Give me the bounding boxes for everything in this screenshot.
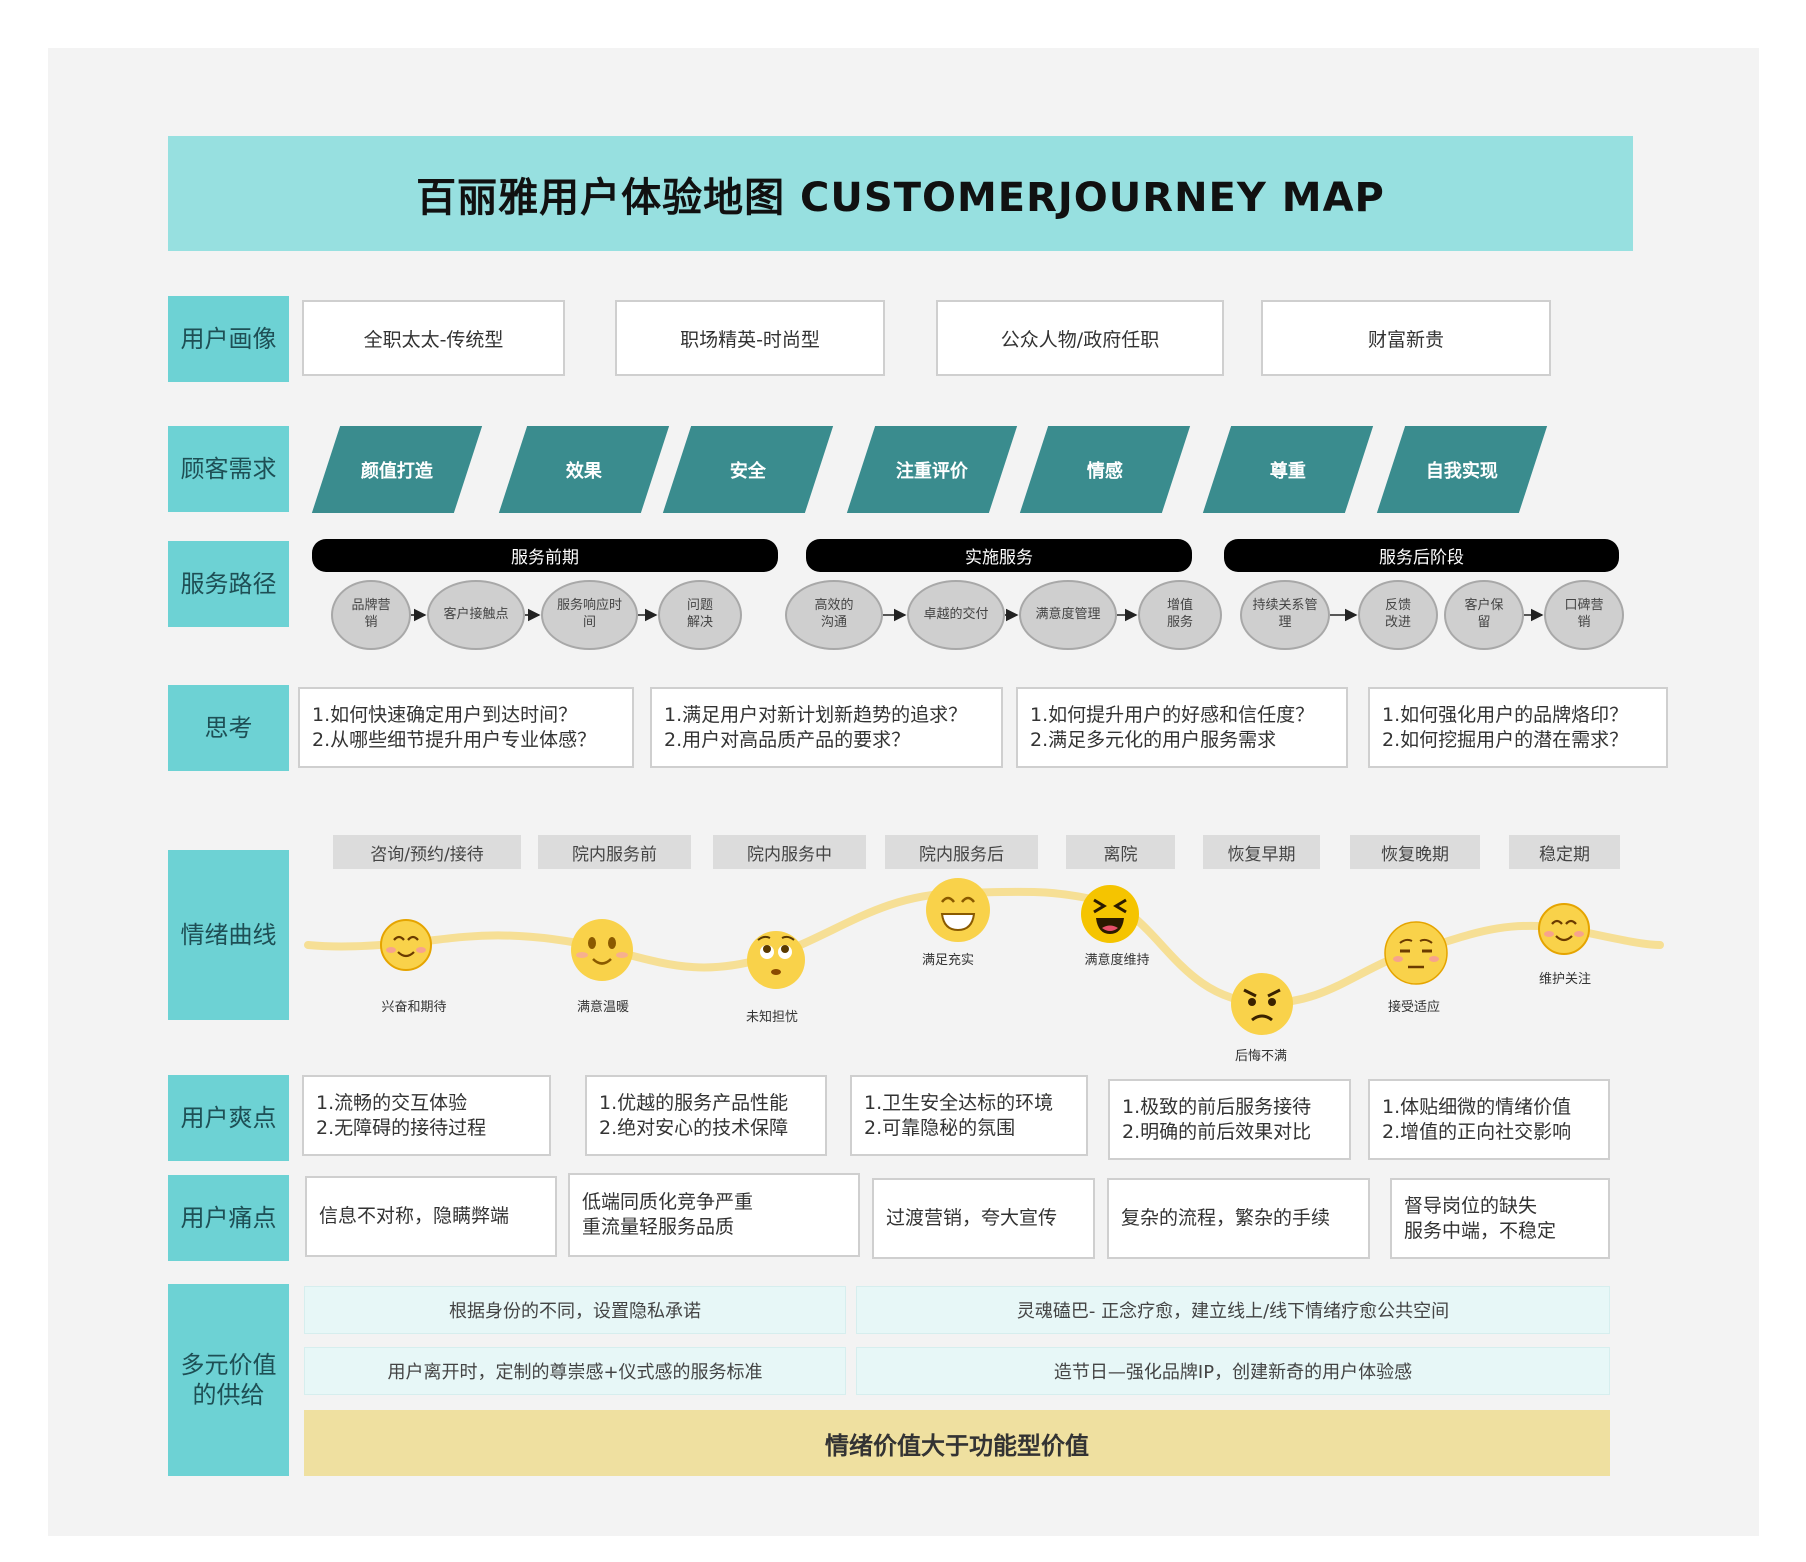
emotion-label: 维护关注 [1538,972,1592,987]
emotion-label: 未知担忧 [745,1010,799,1025]
laughing-icon [1081,885,1139,943]
persona-box: 财富新贵 [1261,300,1551,376]
path-node: 问题解决 [658,580,742,650]
path-node: 客户保留 [1444,580,1524,650]
pain-box: 复杂的流程，繁杂的手续 [1107,1178,1370,1259]
row-label-pain: 用户痛点 [168,1175,289,1261]
row-label-path: 服务路径 [168,541,289,627]
angry-icon [1231,973,1293,1035]
stage-tag: 院内服务后 [885,835,1038,869]
persona-box: 全职太太-传统型 [302,300,565,376]
row-label-emotion: 情绪曲线 [168,850,289,1020]
emotion-label: 接受适应 [1387,1000,1441,1015]
supply-item: 造节日—强化品牌IP，创建新奇的用户体验感 [856,1347,1610,1395]
emotion-curve [304,887,1664,1008]
path-node: 服务响应时间 [541,580,638,650]
stage-tag: 院内服务中 [713,835,866,869]
row-label-supply-line2: 的供给 [192,1381,265,1409]
emotion-label: 后悔不满 [1234,1049,1288,1064]
thinking-box: 1.如何提升用户的好感和信任度？2.满足多元化的用户服务需求 [1016,687,1348,768]
thinking-box: 1.满足用户对新计划新趋势的追求？2.用户对高品质产品的要求？ [650,687,1003,768]
row-label-persona: 用户画像 [168,296,289,382]
phase-bar: 服务后阶段 [1224,539,1619,572]
phase-bar: 实施服务 [806,539,1192,572]
emotion-label: 兴奋和期待 [381,1000,447,1015]
unamused-icon [1384,921,1448,985]
supply-item: 根据身份的不同，设置隐私承诺 [304,1286,846,1334]
supply-item: 灵魂磕巴- 正念疗愈，建立线上/线下情绪疗愈公共空间 [856,1286,1610,1334]
path-node: 高效的沟通 [785,580,883,650]
stage-tag: 稳定期 [1509,835,1620,869]
row-label-delight: 用户爽点 [168,1075,289,1161]
path-node: 持续关系管理 [1240,580,1330,650]
stage-tag: 咨询/预约/接待 [333,835,521,869]
path-node: 反馈改进 [1358,580,1438,650]
smile-icon [571,919,633,981]
worried-icon [747,931,805,989]
pain-box: 低端同质化竞争严重重流量轻服务品质 [568,1173,860,1257]
pain-box: 过渡营销，夸大宣传 [872,1178,1095,1259]
path-node: 客户接触点 [427,580,525,650]
blushing-smile-icon [380,919,432,971]
thinking-box: 1.如何快速确定用户到达时间？2.从哪些细节提升用户专业体感？ [298,687,634,768]
path-node: 卓越的交付 [907,580,1005,650]
row-label-needs: 顾客需求 [168,426,289,512]
supply-item: 用户离开时，定制的尊崇感+仪式感的服务标准 [304,1347,846,1395]
row-label-thinking: 思考 [168,685,289,771]
page-title: 百丽雅用户体验地图 CUSTOMERJOURNEY MAP [168,136,1633,251]
stage-tag: 恢复晚期 [1350,835,1480,869]
stage-tag: 恢复早期 [1203,835,1320,869]
row-label-supply-line1: 多元价值 [180,1351,277,1379]
stage-tag: 院内服务前 [538,835,691,869]
pain-box: 信息不对称，隐瞒弊端 [305,1176,557,1257]
path-node: 口碑营销 [1544,580,1624,650]
stage-tag: 离院 [1066,835,1175,869]
emotion-label: 满意温暖 [576,1000,630,1015]
emotion-label: 满足充实 [921,953,975,968]
persona-box: 职场精英-时尚型 [615,300,885,376]
row-label-supply: 多元价值 的供给 [168,1284,289,1476]
path-node: 满意度管理 [1019,580,1117,650]
summary-banner: 情绪价值大于功能型价值 [304,1410,1610,1476]
thinking-box: 1.如何强化用户的品牌烙印？2.如何挖掘用户的潜在需求？ [1368,687,1668,768]
emotion-label: 满意度维持 [1084,953,1150,968]
path-node: 增值服务 [1138,580,1222,650]
phase-bar: 服务前期 [312,539,778,572]
path-node: 品牌营销 [331,580,411,650]
pain-box: 督导岗位的缺失服务中端，不稳定 [1390,1178,1610,1259]
blushing-smile-icon [1538,903,1590,955]
persona-box: 公众人物/政府任职 [936,300,1224,376]
big-grin-icon [926,878,990,942]
